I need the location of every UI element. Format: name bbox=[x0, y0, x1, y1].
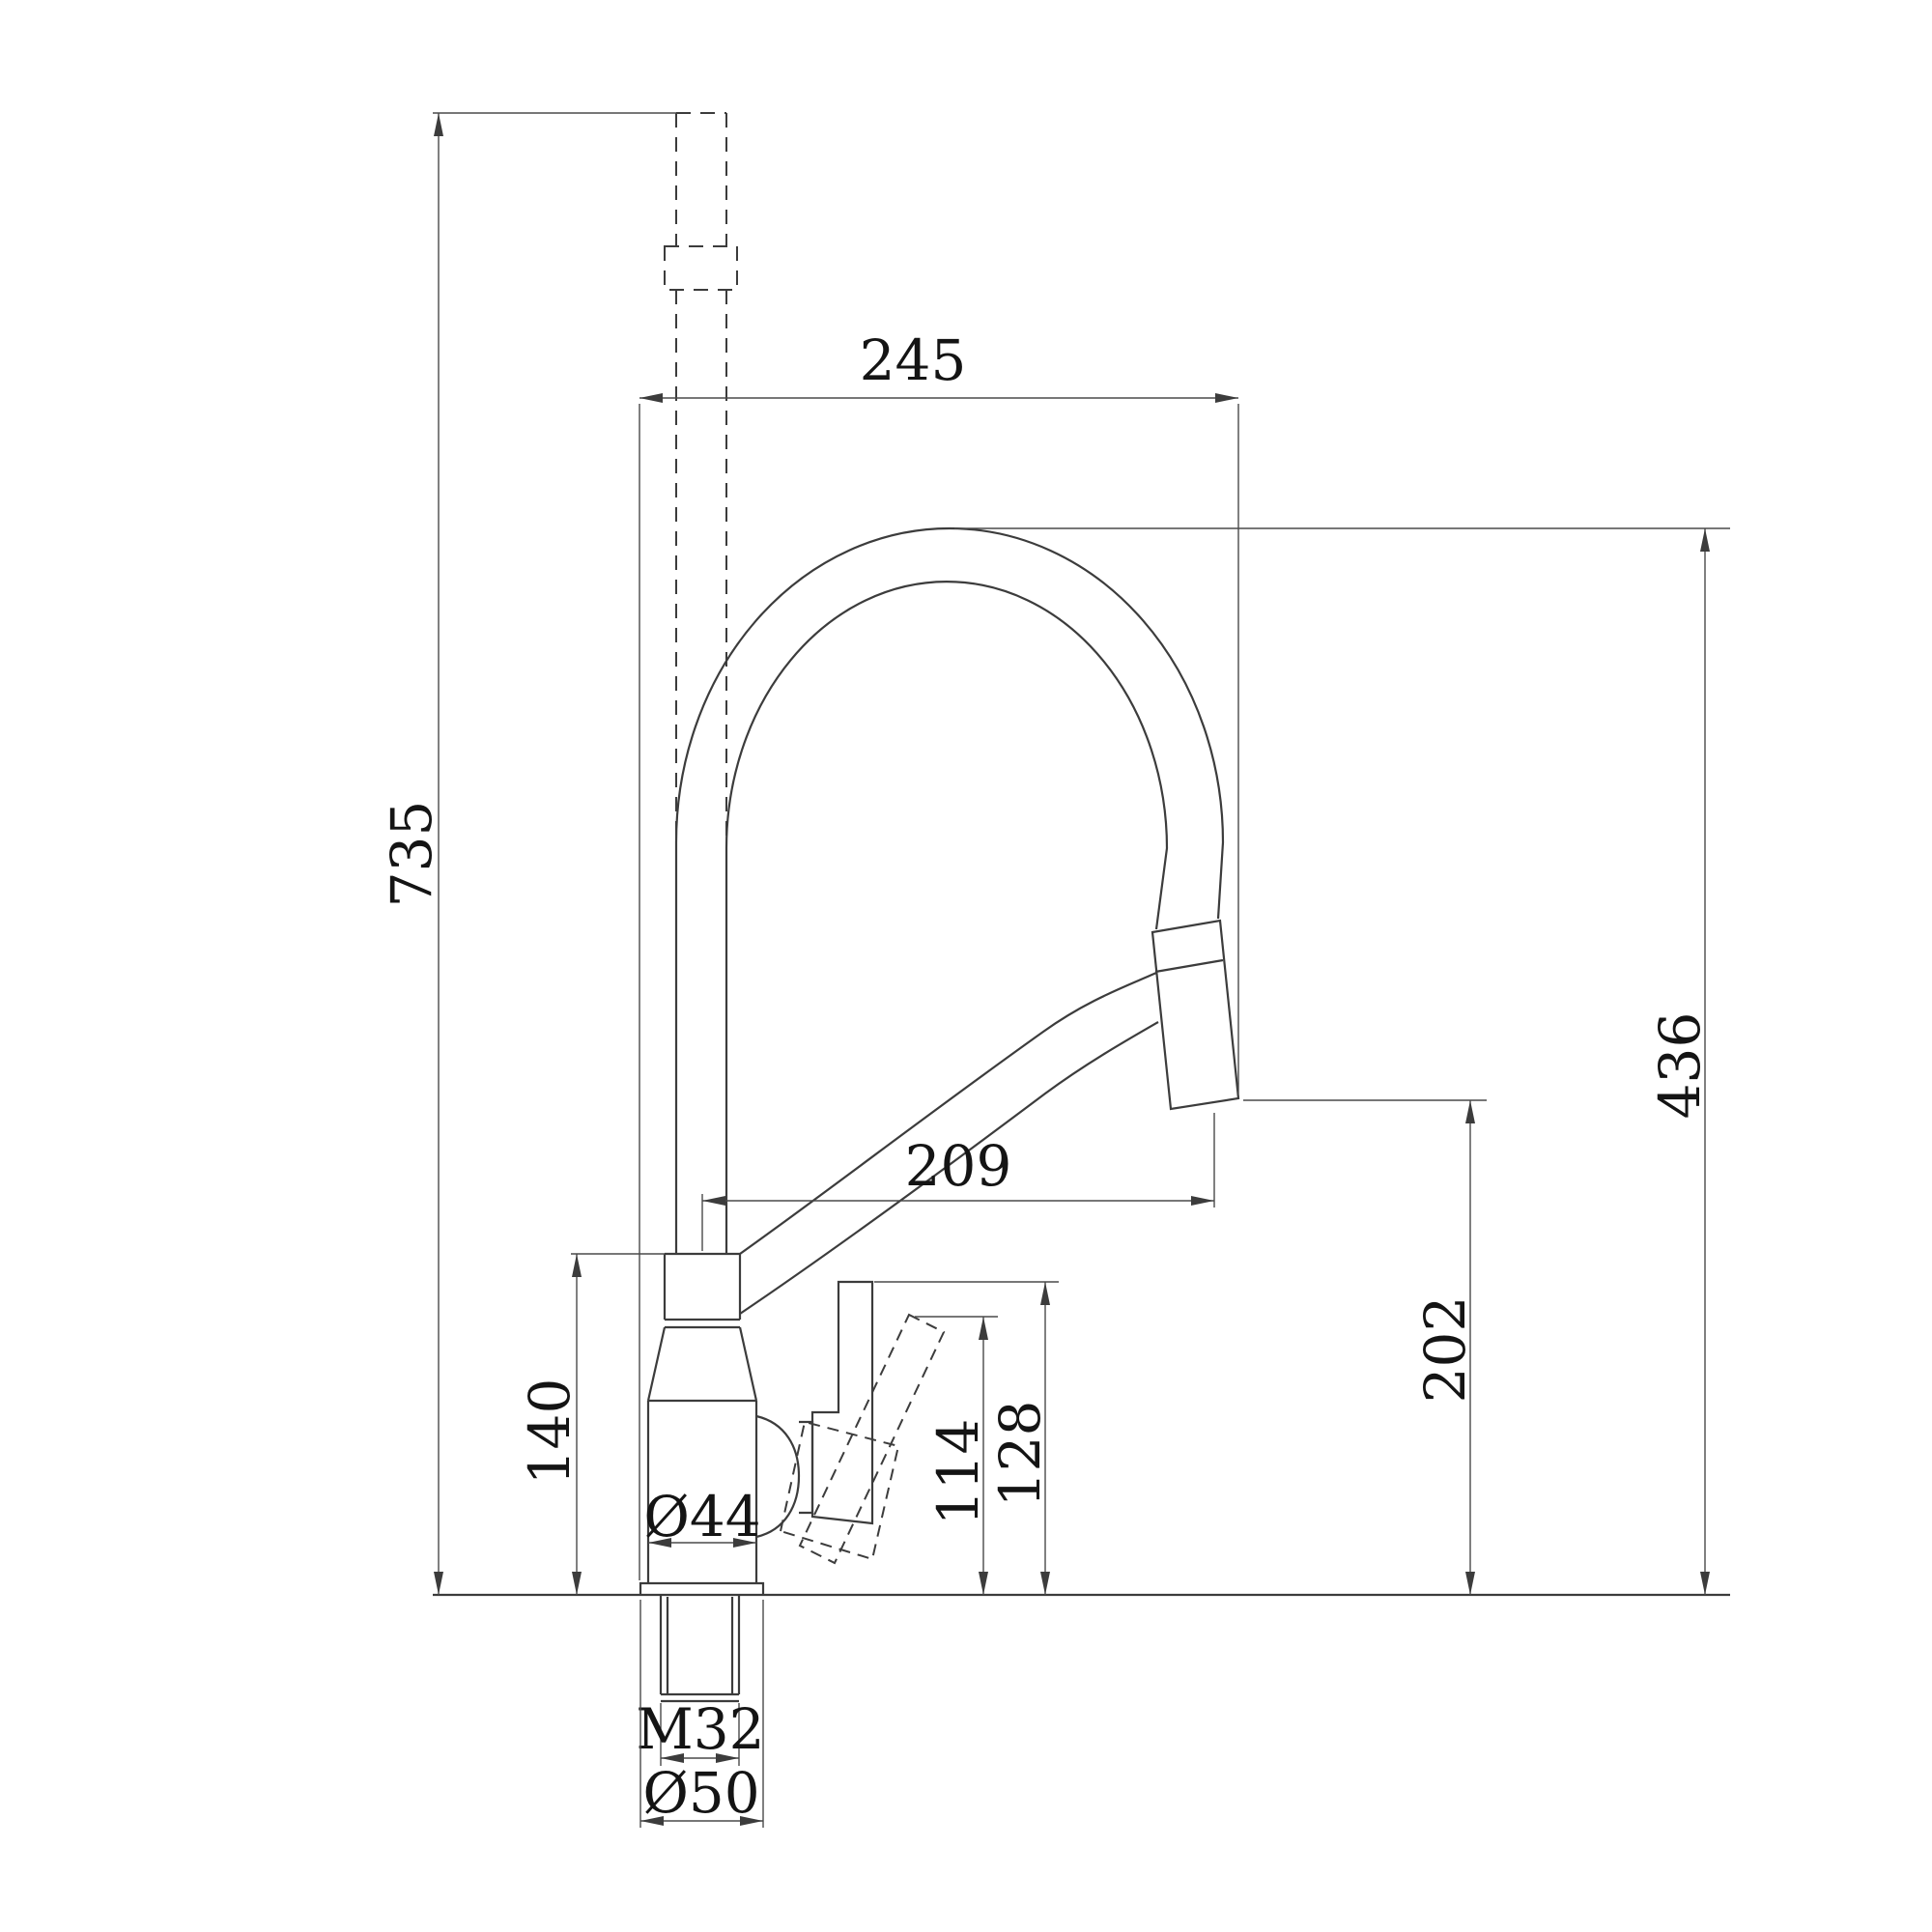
arrowhead-left bbox=[702, 1196, 725, 1206]
base-shank bbox=[659, 1595, 741, 1703]
handle-block-tilted-dashed bbox=[779, 1420, 900, 1561]
arrowhead-bottom bbox=[572, 1572, 582, 1595]
dimension-label: 735 bbox=[379, 801, 444, 908]
dimension-base-diameter: Ø50 bbox=[639, 1600, 764, 1828]
dimension-label: 140 bbox=[517, 1378, 582, 1486]
arrowhead-left bbox=[648, 1538, 671, 1548]
arrowhead-bottom bbox=[979, 1572, 988, 1595]
dimension-label: 245 bbox=[860, 327, 967, 393]
spray-head bbox=[1151, 919, 1240, 1111]
base-flange bbox=[639, 1581, 765, 1595]
pullout-hose-phantom bbox=[664, 112, 738, 848]
dimension-handle-tilted-height: 114 bbox=[915, 1316, 998, 1595]
arrowhead-left bbox=[661, 1753, 684, 1763]
dimension-mount-thread: M32 bbox=[636, 1696, 765, 1766]
dimension-spout-height: 436 bbox=[954, 527, 1730, 1595]
dimension-label: Ø50 bbox=[642, 1760, 759, 1826]
arrowhead-top bbox=[1040, 1282, 1050, 1305]
dimension-overall-height: 735 bbox=[379, 112, 676, 1595]
arrowhead-top bbox=[572, 1254, 582, 1277]
handle-assembly bbox=[755, 1280, 946, 1565]
dimension-label: 436 bbox=[1647, 1012, 1713, 1120]
arch-inner-contour bbox=[724, 580, 1169, 930]
dimension-body-height: 140 bbox=[517, 1253, 665, 1595]
arrowhead-top bbox=[434, 113, 443, 136]
arrowhead-right bbox=[740, 1816, 763, 1826]
dimension-top-width: 245 bbox=[639, 327, 1239, 1580]
dimension-label: M32 bbox=[636, 1696, 764, 1762]
dimension-label: 128 bbox=[987, 1401, 1053, 1508]
arrowhead-top bbox=[979, 1317, 988, 1340]
arrowhead-bottom bbox=[1700, 1572, 1710, 1595]
dimension-label: 114 bbox=[925, 1419, 991, 1526]
arrowhead-left bbox=[639, 393, 663, 403]
body-taper-right bbox=[738, 1326, 758, 1402]
arrowhead-bottom bbox=[1040, 1572, 1050, 1595]
body-taper-left bbox=[646, 1326, 667, 1402]
dimension-body-diameter: Ø44 bbox=[643, 1484, 760, 1549]
arrowhead-bottom bbox=[434, 1572, 443, 1595]
arm-lower-contour bbox=[739, 1021, 1159, 1315]
arrowhead-bottom bbox=[1465, 1572, 1475, 1595]
dimension-label: 202 bbox=[1412, 1296, 1478, 1404]
arrowhead-right bbox=[733, 1538, 756, 1548]
hose-coupling-nut-dashed bbox=[664, 245, 738, 291]
valve-dome bbox=[755, 1414, 801, 1539]
dimension-label: 209 bbox=[905, 1133, 1012, 1199]
dimension-label: Ø44 bbox=[643, 1484, 760, 1549]
spray-head-body bbox=[1151, 919, 1240, 1111]
spout-arm bbox=[739, 971, 1159, 1315]
arrowhead-right bbox=[1191, 1196, 1214, 1206]
handle-lever-tilted-dashed bbox=[798, 1313, 946, 1565]
faucet-body bbox=[639, 1252, 765, 1595]
arrowhead-top bbox=[1700, 528, 1710, 552]
dimension-outlet-height: 202 bbox=[1243, 1099, 1487, 1595]
dimension-spout-reach: 209 bbox=[701, 1113, 1215, 1251]
dimension-handle-height: 128 bbox=[874, 1281, 1059, 1595]
arrowhead-left bbox=[640, 1816, 664, 1826]
arrowhead-right bbox=[1215, 393, 1238, 403]
spray-head-collar-joint bbox=[1154, 958, 1224, 974]
arrowhead-top bbox=[1465, 1100, 1475, 1123]
arrowhead-right bbox=[716, 1753, 739, 1763]
arm-upper-contour bbox=[739, 971, 1157, 1255]
handle-lever-solid bbox=[810, 1280, 874, 1525]
